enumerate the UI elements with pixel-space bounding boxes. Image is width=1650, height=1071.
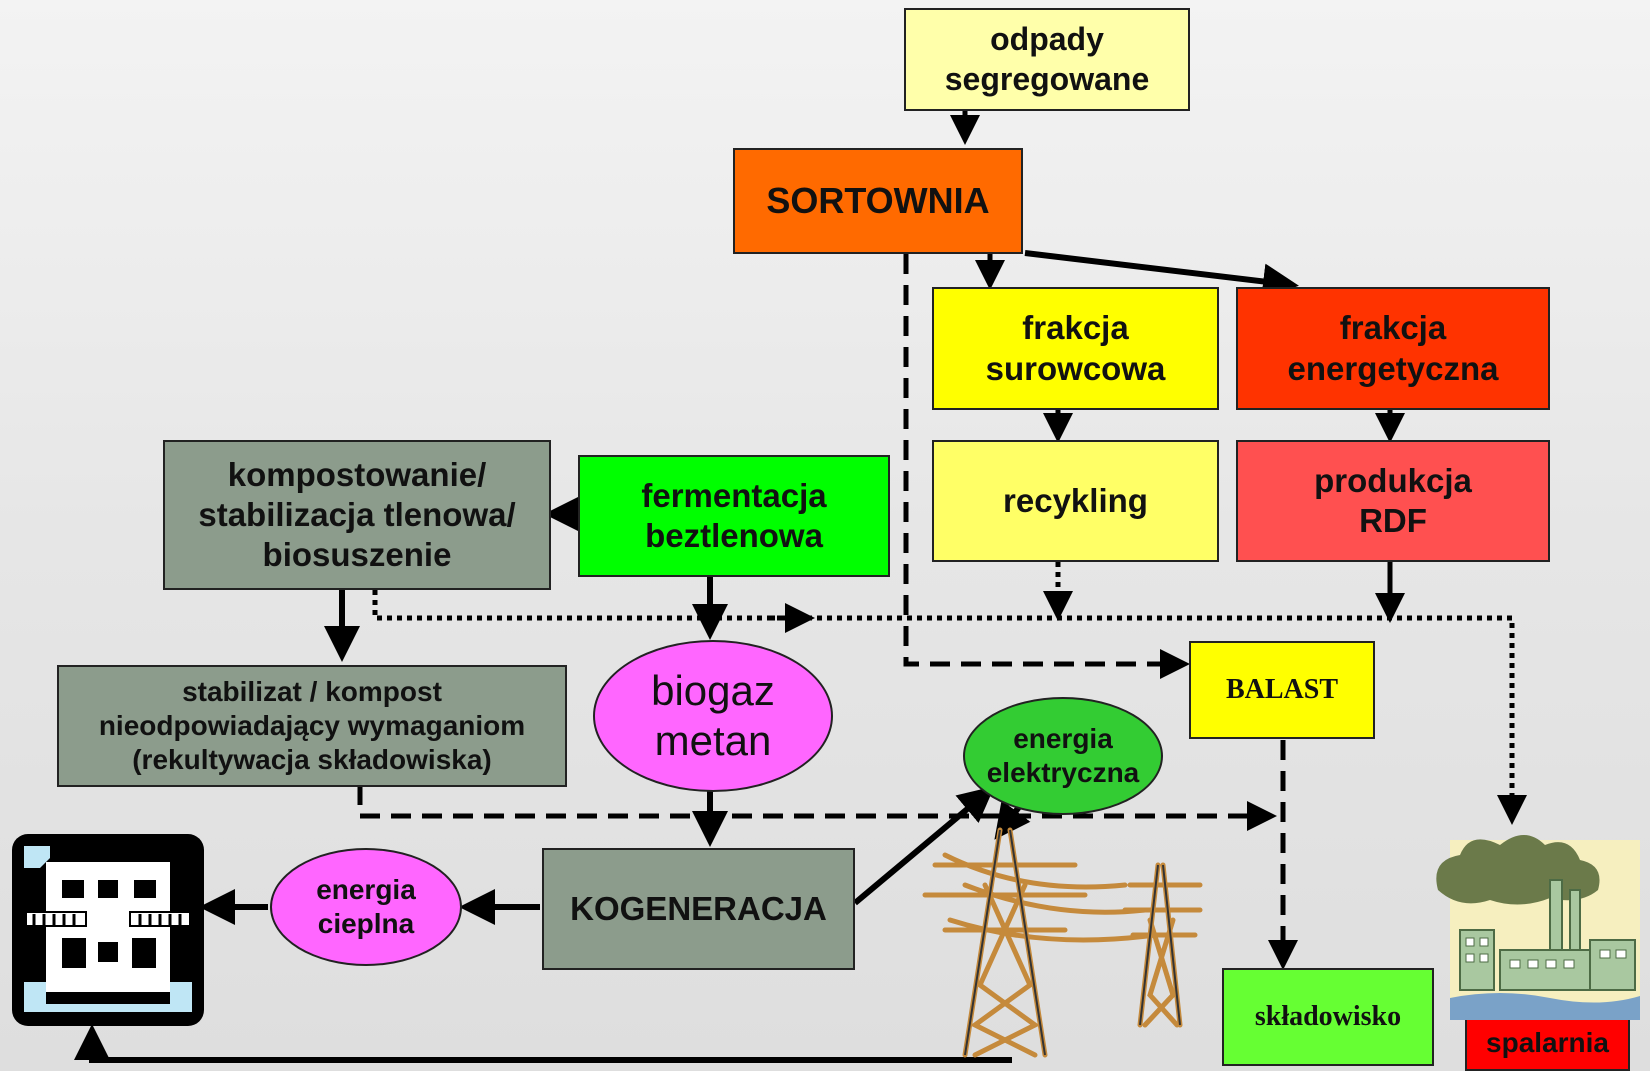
arrow-sortownia-energetyczna bbox=[1024, 250, 1299, 300]
spalarnia-box: spalarnia bbox=[1465, 1015, 1630, 1071]
kogeneracja-box: KOGENERACJA bbox=[542, 848, 855, 970]
produkcja-rdf-box: produkcja RDF bbox=[1236, 440, 1550, 562]
balast-box: BALAST bbox=[1189, 641, 1375, 739]
stabilizat-box: stabilizat / kompost nieodpowiadający wy… bbox=[57, 665, 567, 787]
skladowisko-box: składowisko bbox=[1222, 968, 1434, 1066]
fermentacja-box: fermentacja beztlenowa bbox=[578, 455, 890, 577]
kompostowanie-box: kompostowanie/ stabilizacja tlenowa/ bio… bbox=[163, 440, 551, 590]
dashed-stabilizat-balast bbox=[357, 785, 1277, 831]
odpady-segregowane-box: odpady segregowane bbox=[904, 8, 1190, 111]
factory-smokestack-icon bbox=[1436, 835, 1640, 1020]
house-building-icon bbox=[12, 834, 204, 1026]
arrow-kogeneracja-elektryczna bbox=[853, 786, 995, 906]
dotted-kompost-line bbox=[372, 590, 1527, 825]
frakcja-energetyczna-box: frakcja energetyczna bbox=[1236, 287, 1550, 410]
arrow-siec-budynek bbox=[74, 1024, 1012, 1063]
biogaz-oval: biogaz metan bbox=[593, 640, 833, 792]
energia-cieplna-oval: energia cieplna bbox=[270, 848, 462, 966]
sortownia-box: SORTOWNIA bbox=[733, 148, 1023, 254]
recykling-box: recykling bbox=[932, 440, 1219, 562]
energia-elektryczna-oval: energia elektryczna bbox=[963, 697, 1163, 815]
frakcja-surowcowa-box: frakcja surowcowa bbox=[932, 287, 1219, 410]
power-pylons-icon bbox=[922, 827, 1203, 1058]
dashed-sortownia-balast bbox=[903, 254, 1190, 679]
